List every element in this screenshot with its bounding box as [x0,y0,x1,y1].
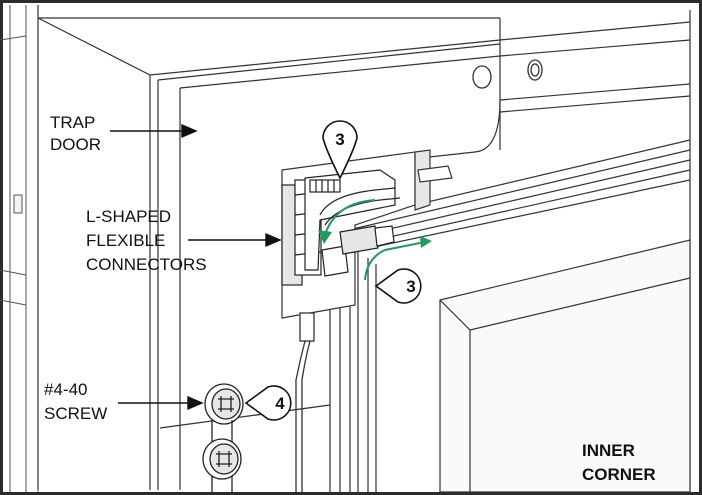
inner-door-panel [439,239,691,493]
trap-door-panel [37,5,691,492]
connectors-label-line1: L-SHAPED [86,207,171,226]
step-3-right-label: 3 [406,277,415,296]
mounting-holes [472,59,543,89]
step-callout-top: 3 [322,120,358,180]
step-3-top-label: 3 [335,130,344,149]
connectors-label-line2: FLEXIBLE [86,231,165,250]
inner-corner-label-line1: INNER [582,441,635,460]
screw-upper [204,383,244,425]
inner-corner-label-line2: CORNER [582,465,656,484]
step-4-label: 4 [275,394,285,413]
wire-harness [159,312,331,492]
l-shaped-connectors [281,169,401,286]
screw-label-line1: #4-40 [44,380,87,399]
leader-lines [110,123,282,411]
screw-label-line2: SCREW [44,404,107,423]
trap-door-label-line1: TRAP [50,113,95,132]
step-callout-screw: 4 [244,385,292,421]
step-callout-right: 3 [374,268,422,304]
green-arrow-frame [364,236,432,281]
inner-door-frame [329,139,691,492]
screw-lower [202,420,242,492]
green-arrow-connector [318,199,376,244]
connectors-label-line3: CONNECTORS [86,255,207,274]
trap-door-label-line2: DOOR [50,135,101,154]
